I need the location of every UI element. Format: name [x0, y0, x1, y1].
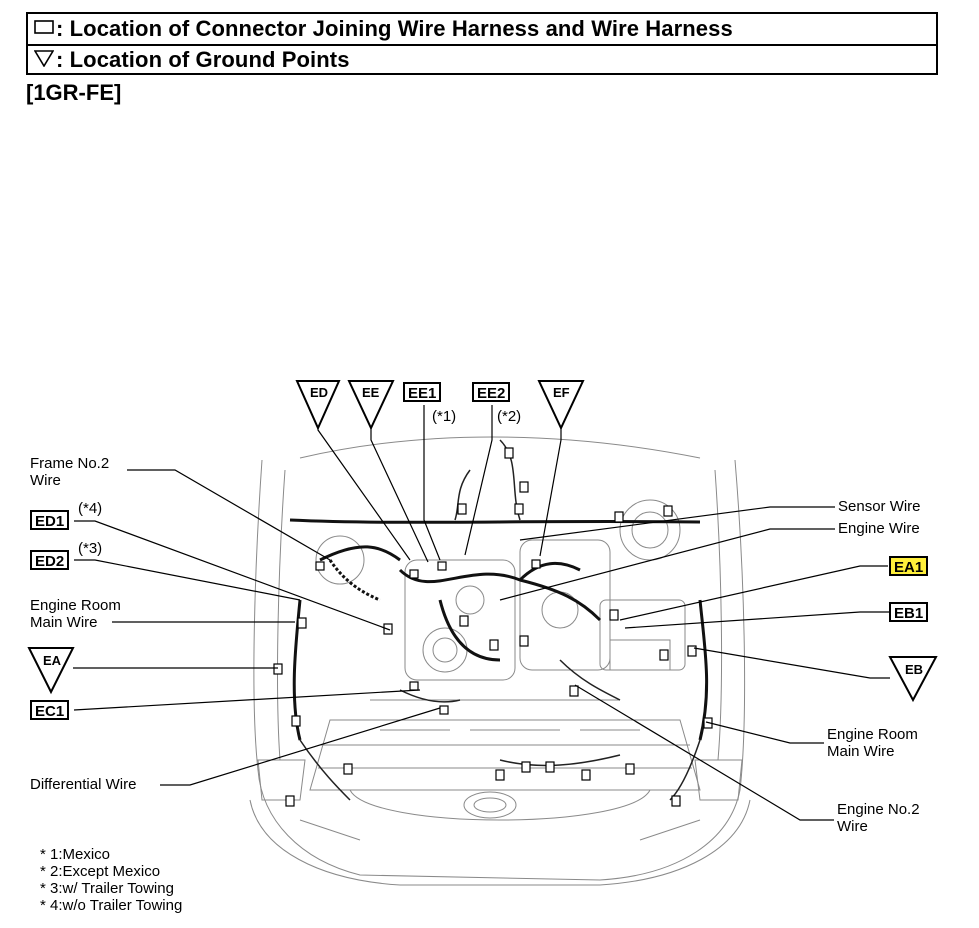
- legend-box: : Location of Connector Joining Wire Har…: [26, 12, 938, 75]
- ground-label-ee: EE: [362, 385, 380, 400]
- connector-ec1: EC1: [30, 700, 70, 720]
- ground-triangles: [27, 380, 938, 703]
- label-sensor-wire: Sensor Wire: [838, 498, 921, 515]
- label-differential-wire: Differential Wire: [30, 776, 137, 793]
- legend-ground-row: : Location of Ground Points: [28, 45, 936, 75]
- connector-eb1: EB1: [889, 602, 929, 622]
- harness-thin-lines: [299, 439, 701, 801]
- connector-ea1: EA1: [889, 556, 929, 576]
- label-engine-wire: Engine Wire: [838, 520, 920, 537]
- label-frame-no2-wire: Frame No.2 Wire: [30, 455, 110, 489]
- footnote-2: * 2:Except Mexico: [40, 863, 161, 880]
- variant-mark-ee1: (*1): [432, 408, 457, 425]
- ground-triangle-labels: ED EE EF EA EB: [43, 385, 923, 677]
- legend-connector-row: : Location of Connector Joining Wire Har…: [28, 14, 936, 46]
- variant-mark-ee2: (*2): [497, 408, 522, 425]
- variant-mark-ed1: (*4): [78, 500, 103, 517]
- label-engine-room-main-wire-left: Engine Room Main Wire: [30, 597, 121, 631]
- label-engine-room-main-wire-right: Engine Room Main Wire: [827, 726, 918, 760]
- connector-ed2: ED2: [30, 550, 70, 570]
- ground-label-eb: EB: [905, 662, 923, 677]
- connector-symbol-icon: [34, 19, 56, 39]
- legend-ground-text: : Location of Ground Points: [56, 47, 350, 72]
- ground-triangle-icon: [33, 49, 56, 72]
- footnote-3: * 3:w/ Trailer Towing: [40, 880, 174, 897]
- footnotes: * 1:Mexico * 2:Except Mexico * 3:w/ Trai…: [40, 846, 182, 914]
- ground-label-ed: ED: [310, 385, 328, 400]
- connector-ee1: EE1: [403, 382, 442, 402]
- leader-lines: [73, 405, 890, 821]
- footnote-1: * 1:Mexico: [40, 846, 111, 863]
- connector-ee2: EE2: [472, 382, 511, 402]
- legend-connector-text: : Location of Connector Joining Wire Har…: [56, 16, 733, 41]
- variant-mark-ed2: (*3): [78, 540, 103, 557]
- ground-label-ea: EA: [43, 653, 62, 668]
- engine-title: [1GR-FE]: [26, 80, 122, 105]
- connector-blocks: [273, 447, 713, 807]
- footnote-4: * 4:w/o Trailer Towing: [40, 897, 183, 914]
- label-engine-no2-wire: Engine No.2 Wire: [837, 801, 920, 835]
- harness-lines: [289, 518, 709, 741]
- ground-label-ef: EF: [553, 385, 570, 400]
- connector-ed1: ED1: [30, 510, 70, 530]
